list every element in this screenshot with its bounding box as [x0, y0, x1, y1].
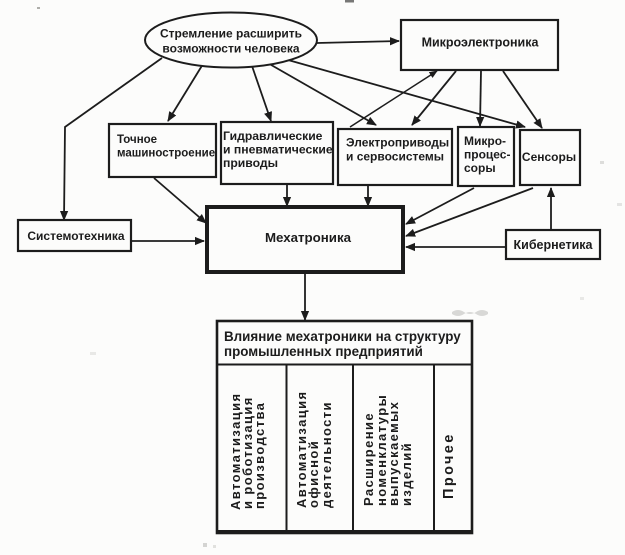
svg-text:номенклатуры: номенклатуры [374, 394, 389, 506]
svg-text:Влияние мехатроники на структу: Влияние мехатроники на структуру [224, 329, 461, 344]
svg-text:приводы: приводы [223, 156, 278, 170]
svg-text:Мехатроника: Мехатроника [265, 230, 352, 245]
svg-text:офисной: офисной [306, 440, 321, 508]
svg-text:Автоматизация: Автоматизация [294, 391, 309, 509]
svg-text:Автоматизация: Автоматизация [228, 393, 243, 511]
svg-text:Расширение: Расширение [361, 412, 376, 506]
svg-text:Электроприводы: Электроприводы [346, 136, 449, 150]
svg-text:деятельности: деятельности [319, 401, 334, 508]
svg-text:выпускаемых: выпускаемых [386, 401, 401, 506]
svg-text:Сенсоры: Сенсоры [522, 150, 576, 164]
svg-text:производства: производства [252, 402, 267, 509]
svg-text:соры: соры [464, 161, 496, 175]
svg-text:машиностроение: машиностроение [117, 148, 215, 160]
svg-text:и сервосистемы: и сервосистемы [346, 150, 444, 164]
svg-text:промышленных предприятий: промышленных предприятий [224, 344, 423, 359]
svg-text:процес-: процес- [464, 148, 510, 162]
svg-text:Точное: Точное [117, 134, 157, 146]
svg-text:Системотехника: Системотехника [27, 229, 125, 243]
svg-text:Прочее: Прочее [441, 432, 457, 499]
svg-text:Микроэлектроника: Микроэлектроника [422, 36, 540, 50]
svg-text:возможности человека: возможности человека [162, 42, 299, 56]
svg-text:Стремление расширить: Стремление расширить [160, 27, 302, 41]
svg-text:и роботизация: и роботизация [240, 396, 255, 509]
svg-text:и пневматические: и пневматические [223, 143, 333, 157]
svg-text:Кибернетика: Кибернетика [514, 238, 594, 252]
svg-text:Микро-: Микро- [464, 134, 506, 148]
svg-text:изделий: изделий [399, 442, 414, 506]
svg-text:Гидравлические: Гидравлические [223, 129, 323, 143]
